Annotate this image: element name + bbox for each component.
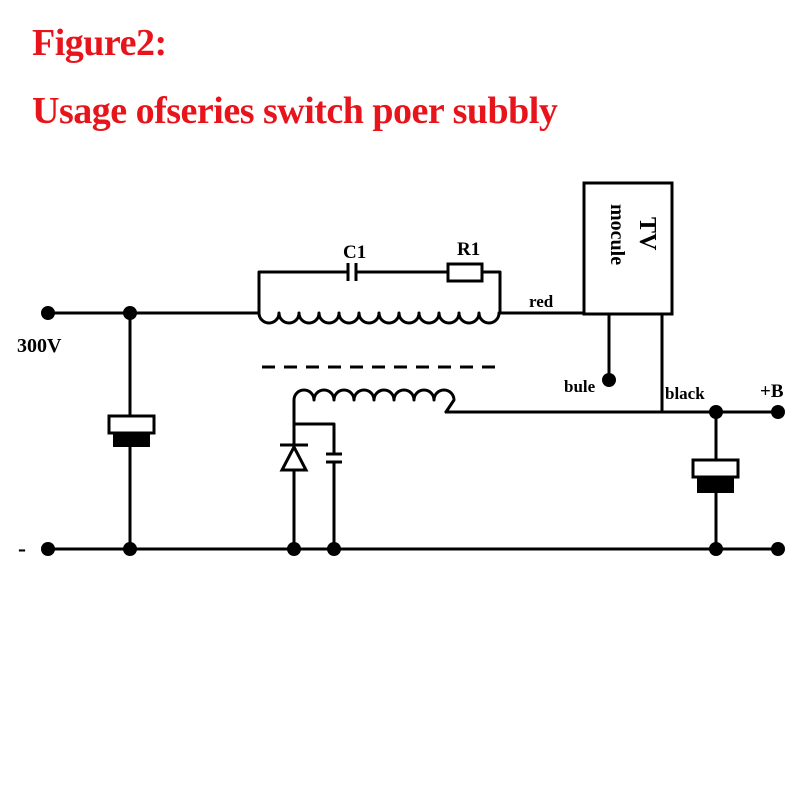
label-c1: C1 [343, 242, 366, 263]
label-r1: R1 [457, 239, 480, 260]
wire-c1-r1-loop [257, 270, 502, 315]
figure-title: Usage ofseries switch poer subbly [32, 90, 558, 132]
junction-input-cap-top [123, 306, 137, 320]
label-300v: 300V [17, 335, 62, 357]
diode [279, 443, 309, 472]
input-filter-capacitor [107, 414, 156, 447]
secondary-winding [292, 388, 456, 414]
resistor-r1 [446, 262, 484, 283]
tv-module-label-line2: mocule [606, 204, 628, 265]
output-filter-capacitor [691, 458, 740, 493]
junction-diode-bottom [287, 542, 301, 556]
terminal-300v [41, 306, 55, 320]
terminal-plus-b [771, 405, 785, 419]
label-negative: - [18, 536, 26, 562]
wire-small-cap [292, 422, 336, 551]
junction-output-cap-bottom [709, 542, 723, 556]
label-red: red [529, 292, 554, 311]
small-capacitor [326, 452, 342, 464]
primary-winding [257, 311, 501, 325]
capacitor-c1 [346, 263, 358, 281]
figure-number: Figure2: [32, 22, 167, 64]
tv-module-label-line1: TV [634, 217, 660, 251]
terminal-negative [41, 542, 55, 556]
junction-output-cap-top [709, 405, 723, 419]
tv-module [582, 181, 674, 316]
junction-input-cap-bottom [123, 542, 137, 556]
terminal-negative-out [771, 542, 785, 556]
label-plus-b: +B [760, 381, 784, 402]
junction-small-cap-bottom [327, 542, 341, 556]
label-black: black [665, 384, 705, 403]
terminal-blue [602, 373, 616, 387]
label-blue: bule [564, 377, 596, 396]
